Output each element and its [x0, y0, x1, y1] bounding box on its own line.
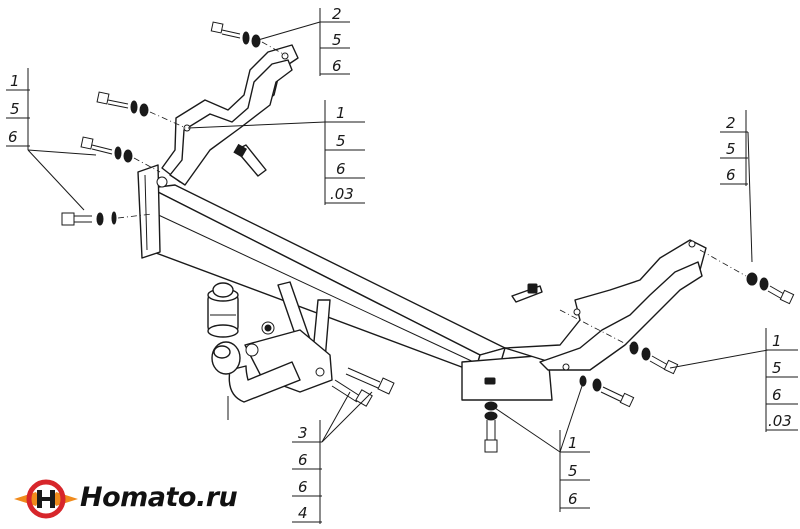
callout-left-line-1: 1 — [10, 72, 20, 90]
callout-mid-line-4: .03 — [330, 185, 354, 203]
cross-beam — [147, 184, 506, 373]
callout-left: 1 5 6 — [6, 68, 30, 150]
callout-top-line-3: 6 — [332, 57, 342, 75]
callout-right-mid: 1 5 6 .03 — [765, 328, 798, 432]
left-end-plate — [137, 164, 161, 259]
logo-wordmark: Homato.ru — [80, 482, 238, 513]
callout-top-line-2: 5 — [332, 31, 342, 49]
callout-bottom-left-line-4: 4 — [298, 504, 308, 522]
callout-mid: 1 5 6 .03 — [324, 100, 365, 205]
socket-plate-left — [233, 143, 267, 177]
socket-plate-right — [511, 283, 543, 303]
right-bracket — [461, 239, 707, 401]
callout-top-line-1: 2 — [332, 5, 342, 23]
callout-bottom-left: 3 6 6 4 — [292, 420, 322, 524]
callout-bottom-mid-line-3: 6 — [568, 490, 578, 508]
leader-lines — [27, 21, 769, 453]
callout-right-mid-line-3: 6 — [772, 386, 782, 404]
fastener-set-ball-mount — [331, 367, 395, 407]
tow-ball — [211, 341, 301, 420]
callout-bottom-mid-line-1: 1 — [568, 434, 578, 452]
callout-bottom-left-line-1: 3 — [298, 424, 308, 442]
fastener-set-top — [210, 21, 286, 56]
callout-bottom-mid-line-2: 5 — [568, 462, 578, 480]
callout-mid-line-1: 1 — [336, 104, 346, 122]
callout-right-top-line-2: 5 — [726, 140, 736, 158]
fastener-set-left-2 — [80, 136, 161, 173]
callout-left-line-3: 6 — [8, 128, 18, 146]
fastener-set-left-1 — [96, 91, 187, 129]
callout-right-top: 2 5 6 — [720, 110, 748, 186]
callout-bottom-left-line-3: 6 — [298, 478, 308, 496]
ball-cover — [207, 282, 239, 338]
fastener-set-right-mid — [559, 309, 679, 375]
callout-right-top-line-3: 6 — [726, 166, 736, 184]
callout-right-mid-line-2: 5 — [772, 359, 782, 377]
callout-mid-line-3: 6 — [336, 160, 346, 178]
callout-bottom-mid: 1 5 6 — [559, 430, 590, 512]
fastener-set-right-low — [579, 375, 635, 408]
callout-right-mid-line-1: 1 — [772, 332, 782, 350]
callout-mid-line-2: 5 — [336, 132, 346, 150]
callout-right-mid-line-4: .03 — [768, 412, 792, 430]
fastener-set-left-3 — [61, 211, 153, 226]
callout-right-top-line-1: 2 — [726, 114, 736, 132]
left-upper-bracket — [156, 44, 299, 188]
homato-logo-icon — [14, 479, 78, 519]
callout-left-line-2: 5 — [10, 100, 20, 118]
callout-bottom-left-line-2: 6 — [298, 451, 308, 469]
fastener-set-bottom-vertical — [484, 401, 498, 453]
callout-top: 2 5 6 — [319, 5, 350, 76]
fastener-set-right-top — [699, 249, 795, 305]
